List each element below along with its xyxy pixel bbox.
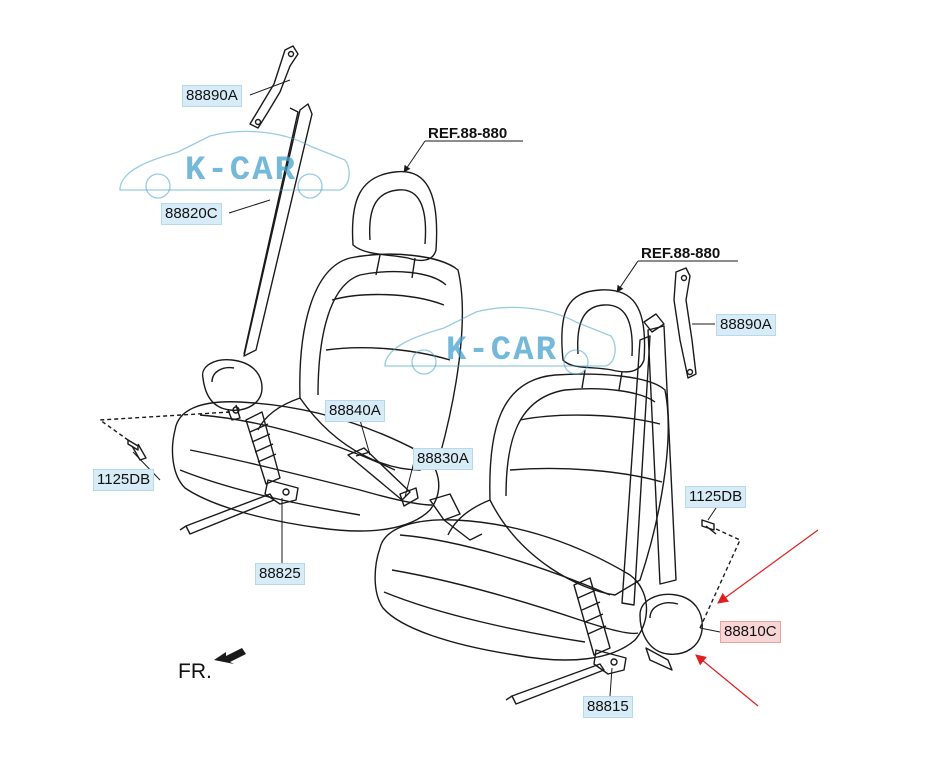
part-label-bolt-left[interactable]: 1125DB: [93, 469, 155, 491]
left-belt-assembly: [99, 45, 419, 535]
part-label-belt-left[interactable]: 88820C: [161, 203, 222, 225]
reference-label-right: REF.88-880: [641, 245, 721, 262]
leader-lines: [132, 79, 738, 697]
front-direction-arrow: [214, 648, 246, 664]
part-label-buckle-b[interactable]: 88830A: [413, 448, 473, 470]
part-label-upper-anchor-left[interactable]: 88890A: [182, 85, 242, 107]
watermark-text: K-CAR: [446, 332, 559, 370]
part-label-buckle-right[interactable]: 88815: [583, 696, 633, 718]
front-direction-label: FR.: [178, 660, 212, 683]
part-label-retractor-right[interactable]: 88810C: [720, 621, 781, 643]
part-label-buckle-a[interactable]: 88840A: [325, 400, 385, 422]
watermark-car-icon: [119, 130, 616, 375]
part-label-buckle-left[interactable]: 88825: [255, 563, 305, 585]
right-belt-assembly: [505, 267, 741, 705]
part-label-upper-anchor-right[interactable]: 88890A: [716, 314, 776, 336]
part-label-bolt-right[interactable]: 1125DB: [685, 486, 747, 508]
right-seat: [374, 289, 669, 661]
highlight-arrows: [695, 529, 819, 707]
left-seat: [171, 170, 464, 532]
reference-label-left: REF.88-880: [428, 125, 508, 142]
watermark-text: K-CAR: [185, 152, 298, 190]
